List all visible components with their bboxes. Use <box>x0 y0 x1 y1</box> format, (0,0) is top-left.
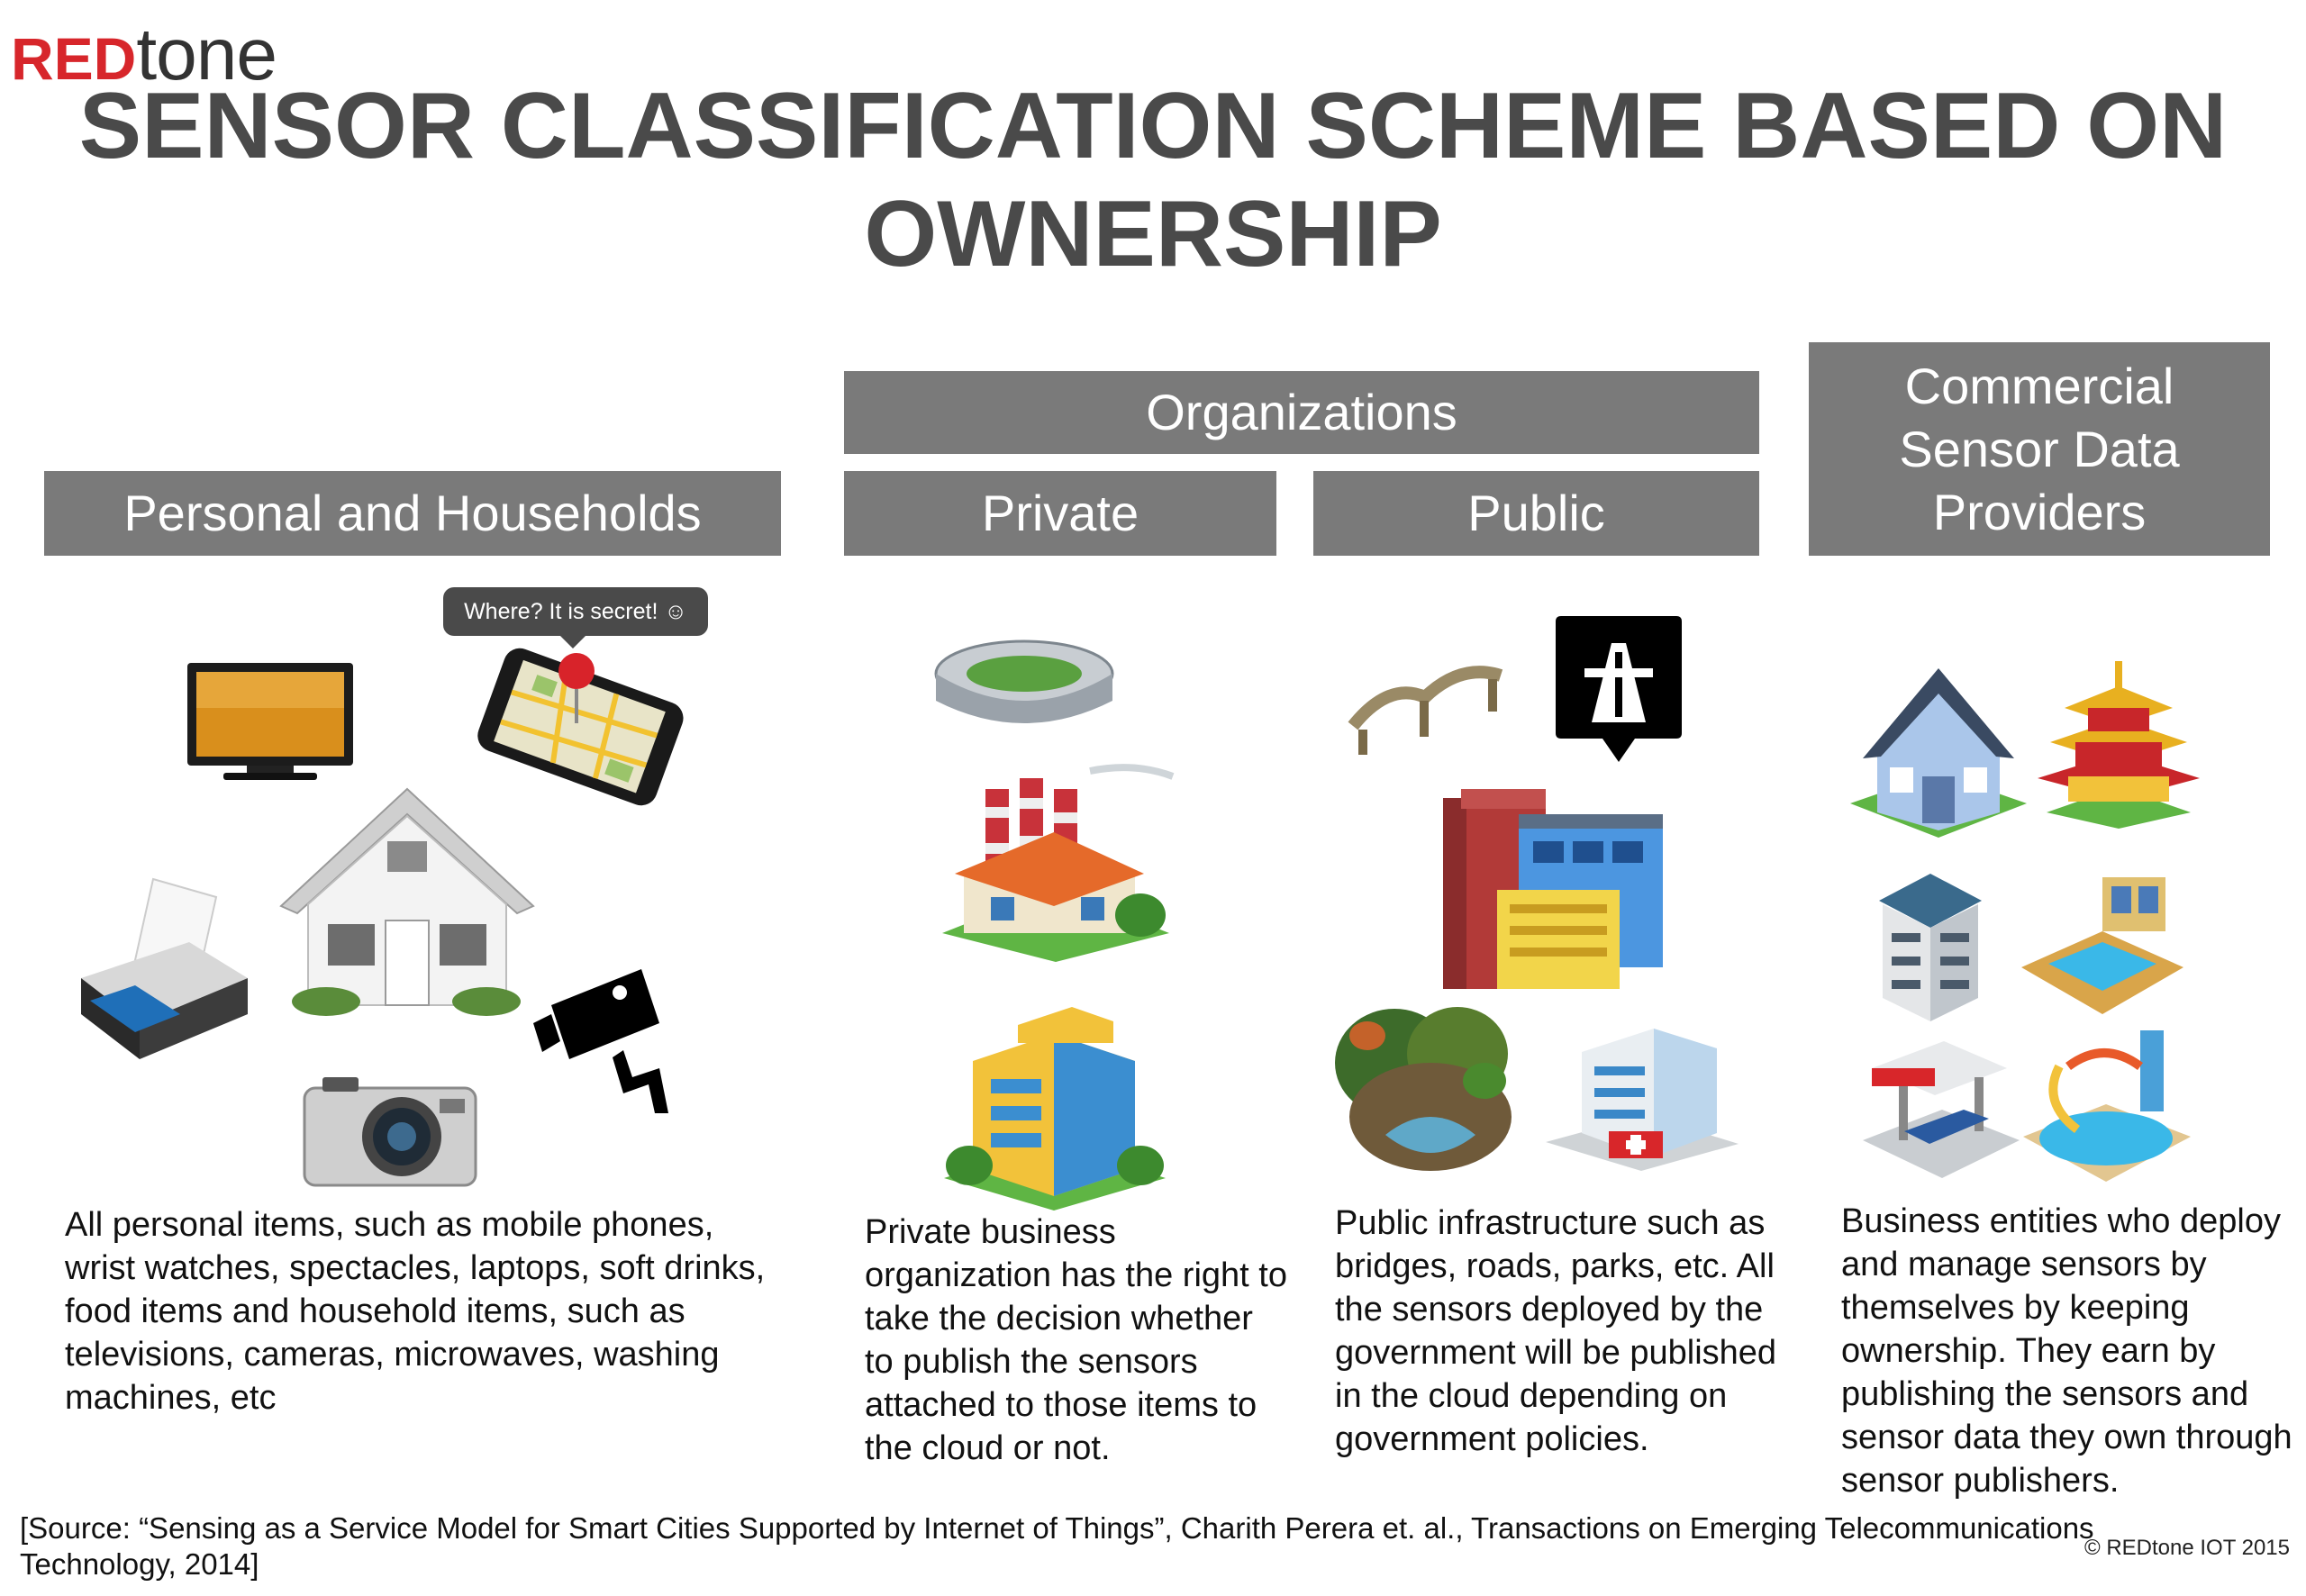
park-icon <box>1335 1007 1512 1171</box>
stadium-icon <box>934 639 1114 723</box>
gas-station-icon <box>1863 1041 2020 1178</box>
page-title: SENSOR CLASSIFICATION SCHEME BASED ON OW… <box>78 74 2228 286</box>
description-commercial: Business entities who deploy and manage … <box>1841 1202 2292 1500</box>
logo-red: RED <box>11 25 137 92</box>
description-public: Public infrastructure such as bridges, r… <box>1335 1204 1777 1458</box>
header-private: Private <box>844 471 1276 556</box>
logo-tone: tone <box>136 14 277 95</box>
source-citation: [Source: “Sensing as a Service Model for… <box>20 1511 2094 1581</box>
house-icon <box>279 787 535 1016</box>
tv-icon <box>187 663 353 780</box>
header-commercial-providers: Commercial Sensor Data Providers <box>1809 342 2270 556</box>
smartphone-map-icon <box>477 648 684 806</box>
description-private: Private business organization has the ri… <box>865 1213 1287 1467</box>
hotel-pool-icon <box>2021 877 2183 1014</box>
copyright-notice: © REDtone IOT 2015 <box>2084 1536 2290 1560</box>
printer-icon <box>81 877 248 1059</box>
commercial-house-icon <box>1850 668 2027 838</box>
header-public: Public <box>1313 471 1759 556</box>
city-buildings-icon <box>1443 789 1663 989</box>
hospital-icon <box>1546 1029 1739 1171</box>
apartment-icon <box>1879 874 1982 1021</box>
speech-bubble: Where? It is secret! ☺ <box>443 587 708 648</box>
office-building-icon <box>944 1007 1166 1211</box>
header-personal-households: Personal and Households <box>44 471 781 556</box>
cctv-camera-icon <box>533 969 668 1113</box>
redtone-logo: REDtone <box>11 18 277 92</box>
photo-camera-icon <box>303 1077 477 1187</box>
highway-sign-icon <box>1556 616 1682 762</box>
header-organizations: Organizations <box>844 371 1759 454</box>
pagoda-icon <box>2038 661 2200 829</box>
factory-icon <box>942 764 1175 962</box>
bridge-icon <box>1348 666 1503 755</box>
water-park-icon <box>2023 1030 2191 1182</box>
description-personal: All personal items, such as mobile phone… <box>65 1206 766 1417</box>
